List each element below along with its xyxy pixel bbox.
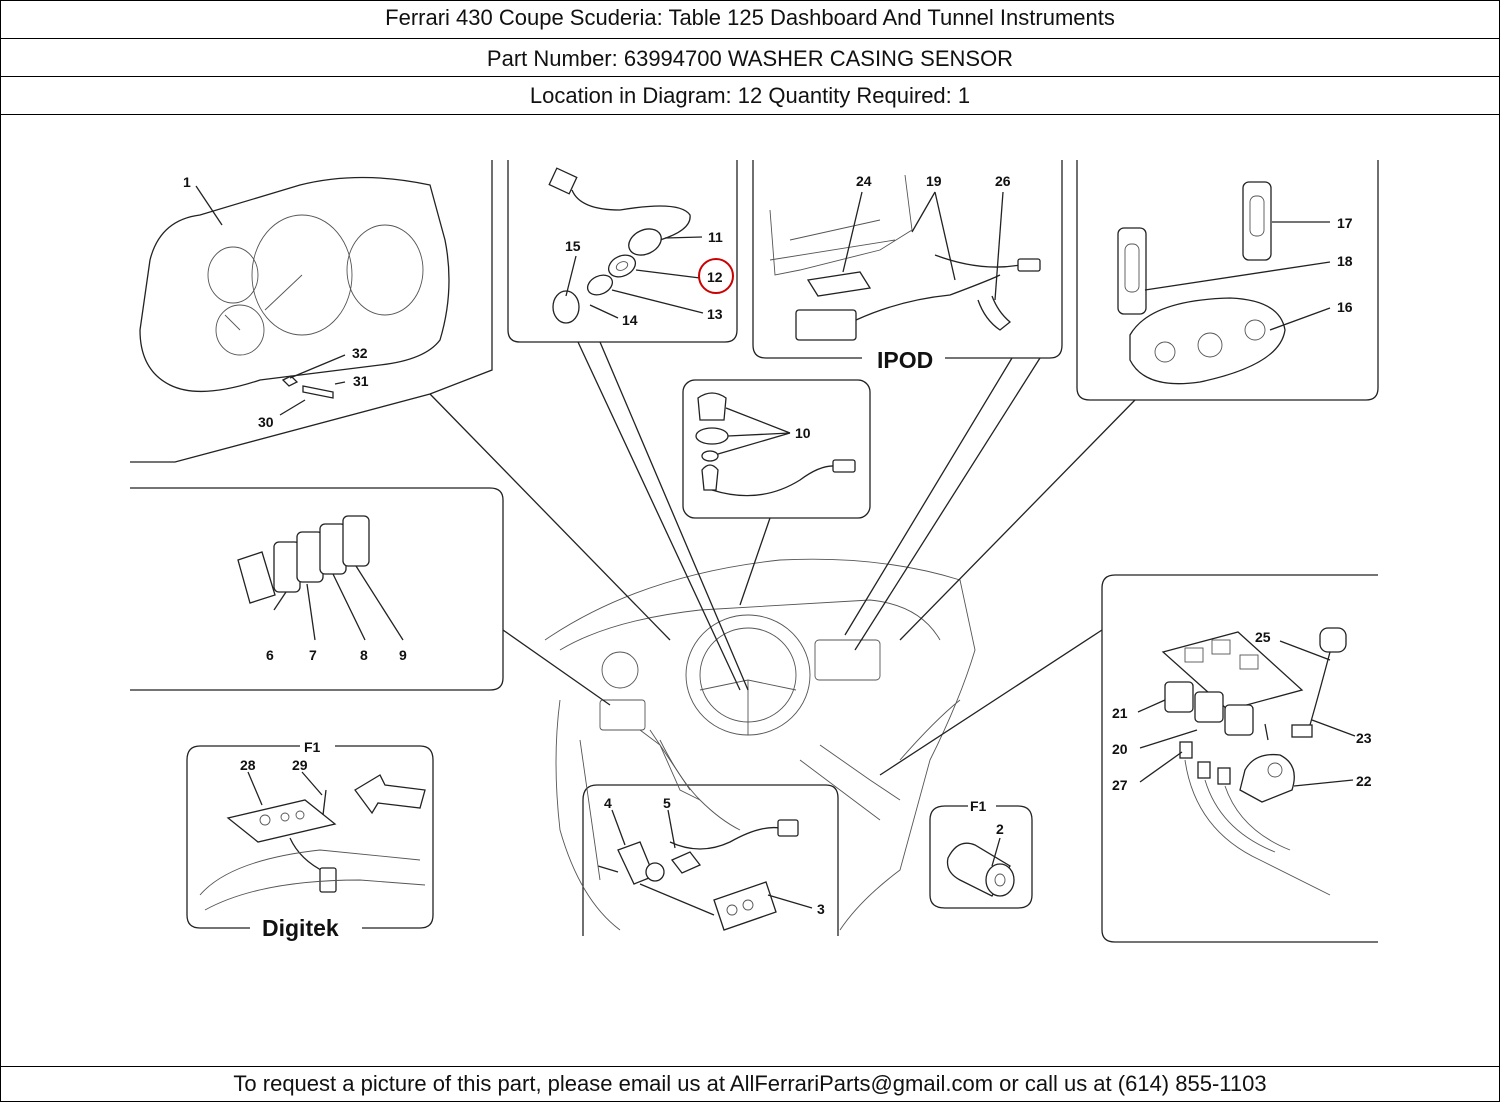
callout-25: 25 xyxy=(1255,629,1271,645)
callout-2: 2 xyxy=(996,821,1004,837)
callout-5: 5 xyxy=(663,795,671,811)
panel-switch-bank: 6 7 8 9 xyxy=(130,487,504,691)
diagram-title: Ferrari 430 Coupe Scuderia: Table 125 Da… xyxy=(385,5,1115,30)
panel-washer-sensor: 11 12 13 14 15 xyxy=(507,160,738,343)
callout-20: 20 xyxy=(1112,741,1128,757)
callout-17: 17 xyxy=(1337,215,1353,231)
section-label-f1: F1 xyxy=(970,798,987,814)
divider xyxy=(0,38,1500,39)
dashboard-overview xyxy=(429,341,1136,931)
section-label-ipod: IPOD xyxy=(877,347,933,373)
callout-31: 31 xyxy=(353,373,369,389)
callout-28: 28 xyxy=(240,757,256,773)
callout-1: 1 xyxy=(183,174,191,190)
callout-21: 21 xyxy=(1112,705,1128,721)
divider xyxy=(0,76,1500,77)
panel-lamp: 10 xyxy=(682,379,871,519)
footer-contact: To request a picture of this part, pleas… xyxy=(233,1071,1267,1096)
panel-instrument-cluster: 1 32 31 30 xyxy=(130,160,493,463)
callout-29: 29 xyxy=(292,757,308,773)
divider xyxy=(0,1066,1500,1067)
callout-7: 7 xyxy=(309,647,317,663)
panel-aux-sockets: 4 5 3 xyxy=(582,784,839,936)
divider xyxy=(0,114,1500,115)
part-number: Part Number: 63994700 WASHER CASING SENS… xyxy=(486,46,1014,71)
callout-15: 15 xyxy=(565,238,581,254)
callout-8: 8 xyxy=(360,647,368,663)
callout-13: 13 xyxy=(707,306,723,322)
parts-diagram: 1 32 31 30 11 12 13 14 15 xyxy=(130,160,1379,943)
section-label-digitek: Digitek xyxy=(262,915,339,941)
callout-19: 19 xyxy=(926,173,942,189)
highlight-ring xyxy=(698,258,734,294)
callout-10: 10 xyxy=(795,425,811,441)
callout-6: 6 xyxy=(266,647,274,663)
callout-23: 23 xyxy=(1356,730,1372,746)
callout-32: 32 xyxy=(352,345,368,361)
callout-18: 18 xyxy=(1337,253,1353,269)
panel-ipod: 24 19 26 IPOD xyxy=(752,160,1063,373)
callout-26: 26 xyxy=(995,173,1011,189)
panel-f1-digitek: 28 29 F1 Digitek xyxy=(186,739,434,941)
panel-f1-part2: 2 F1 xyxy=(929,798,1033,909)
location-info: Location in Diagram: 12 Quantity Require… xyxy=(529,83,971,108)
callout-3: 3 xyxy=(817,901,825,917)
callout-22: 22 xyxy=(1356,773,1372,789)
callout-11: 11 xyxy=(708,229,723,245)
callout-27: 27 xyxy=(1112,777,1128,793)
callout-24: 24 xyxy=(856,173,872,189)
panel-tunnel-switches: 25 21 20 27 23 22 xyxy=(1101,574,1378,943)
callout-9: 9 xyxy=(399,647,407,663)
callout-12: 12 xyxy=(707,269,723,285)
callout-16: 16 xyxy=(1337,299,1353,315)
callout-14: 14 xyxy=(622,312,638,328)
callout-30: 30 xyxy=(258,414,274,430)
section-label-f1: F1 xyxy=(304,739,321,755)
callout-4: 4 xyxy=(604,795,612,811)
panel-climate-control: 17 18 16 xyxy=(1076,160,1379,401)
